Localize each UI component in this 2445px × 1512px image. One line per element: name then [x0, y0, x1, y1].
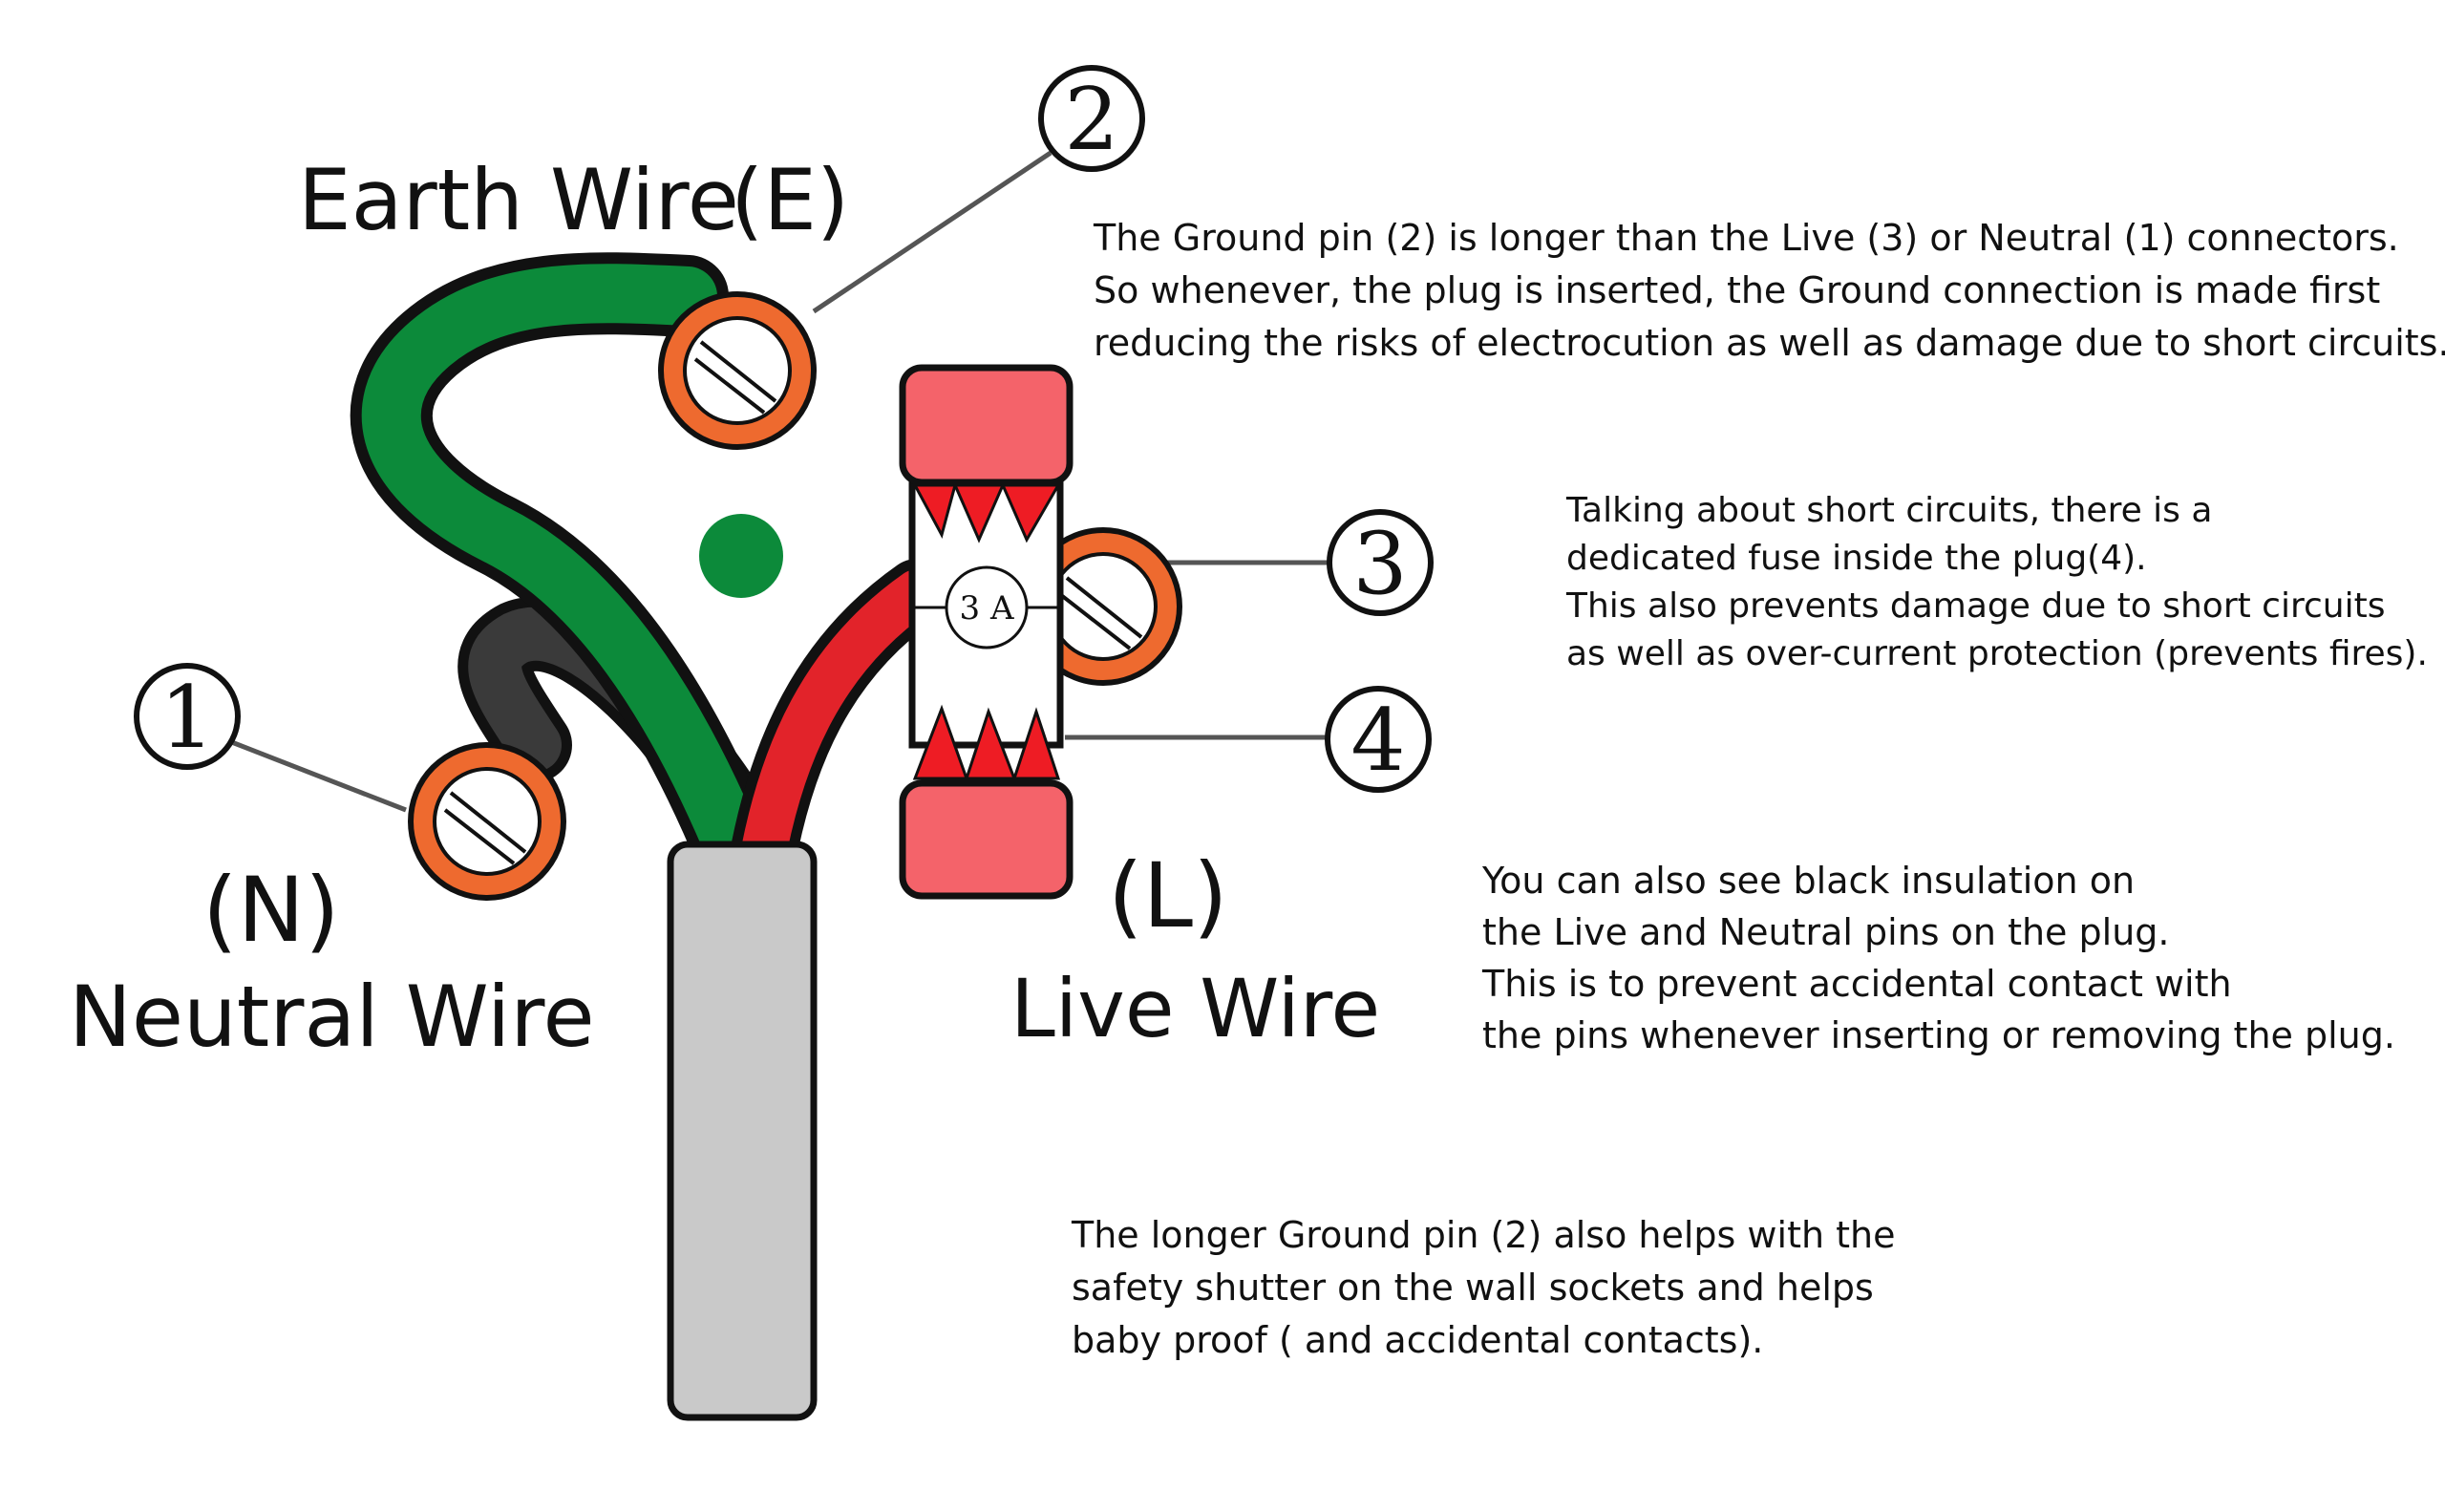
note-line: baby proof ( and accidental contacts).	[1072, 1319, 1763, 1361]
earth-terminal	[658, 291, 817, 450]
neutral-wire-code: (N)	[202, 859, 340, 963]
callout-2-number: 2	[1064, 70, 1118, 170]
live-wire-label: Live Wire	[1010, 962, 1380, 1055]
neutral-terminal	[408, 742, 566, 901]
note-shutter: The longer Ground pin (2) also helps wit…	[1071, 1214, 1896, 1361]
note-line: This also prevents damage due to short c…	[1565, 586, 2385, 626]
note-line: dedicated fuse inside the plug(4).	[1566, 539, 2147, 578]
note-line: reducing the risks of electrocution as w…	[1094, 322, 2445, 364]
note-line: Talking about short circuits, there is a	[1565, 491, 2212, 530]
earth-wire-code: (E)	[731, 151, 849, 249]
note-line: the pins whenever inserting or removing …	[1482, 1014, 2395, 1056]
earth-pin-dot	[699, 514, 783, 598]
note-line: The longer Ground pin (2) also helps wit…	[1071, 1214, 1896, 1256]
live-wire-code: (L)	[1108, 844, 1228, 948]
note-line: The Ground pin (2) is longer than the Li…	[1093, 217, 2399, 259]
earth-wire-label: Earth Wire	[298, 151, 739, 249]
cable-sheath	[667, 841, 818, 1421]
note-ground-pin: The Ground pin (2) is longer than the Li…	[1093, 217, 2445, 364]
leader-lines	[228, 150, 1337, 813]
callout-4-number: 4	[1350, 691, 1405, 791]
callout-1-number: 1	[159, 668, 214, 768]
note-line: You can also see black insulation on	[1481, 860, 2135, 902]
note-line: safety shutter on the wall sockets and h…	[1072, 1267, 1874, 1309]
neutral-wire-label: Neutral Wire	[69, 968, 595, 1066]
note-line: as well as over-current protection (prev…	[1566, 634, 2428, 673]
callout-4: 4	[1325, 686, 1432, 793]
callout-3-number: 3	[1352, 514, 1407, 614]
live-wire	[731, 559, 950, 884]
callout-3: 3	[1327, 509, 1434, 616]
fuse-rating: 3 A	[960, 589, 1014, 628]
live-terminal	[1024, 527, 1182, 686]
fuse: 3 A	[899, 364, 1074, 900]
note-insulation: You can also see black insulation on the…	[1481, 860, 2395, 1056]
callout-2: 2	[1038, 65, 1145, 172]
note-line: So whenever, the plug is inserted, the G…	[1094, 269, 2380, 311]
note-fuse: Talking about short circuits, there is a…	[1565, 491, 2428, 673]
note-line: the Live and Neutral pins on the plug.	[1482, 911, 2169, 953]
callout-1: 1	[134, 663, 241, 770]
note-line: This is to prevent accidental contact wi…	[1481, 963, 2232, 1005]
earth-wire	[350, 252, 776, 891]
